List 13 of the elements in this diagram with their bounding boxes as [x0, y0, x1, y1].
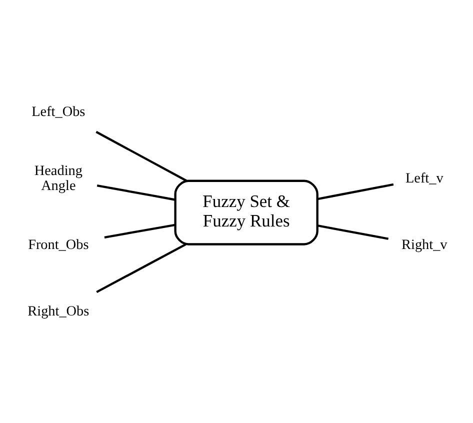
node-text: Left_Obs [32, 103, 86, 120]
node-text: Heading Angle [34, 162, 82, 194]
connector [317, 182, 394, 200]
connector [96, 184, 176, 200]
connector [96, 130, 188, 182]
connector [96, 242, 186, 293]
node-text: Front_Obs [28, 236, 89, 253]
node-text: Right_v [402, 236, 448, 253]
node-text: Right_Obs [28, 303, 90, 320]
connector [317, 224, 388, 240]
node-text: Left_v [406, 170, 444, 186]
connector [104, 223, 176, 238]
node-box: Fuzzy Set & Fuzzy Rules [174, 179, 318, 245]
